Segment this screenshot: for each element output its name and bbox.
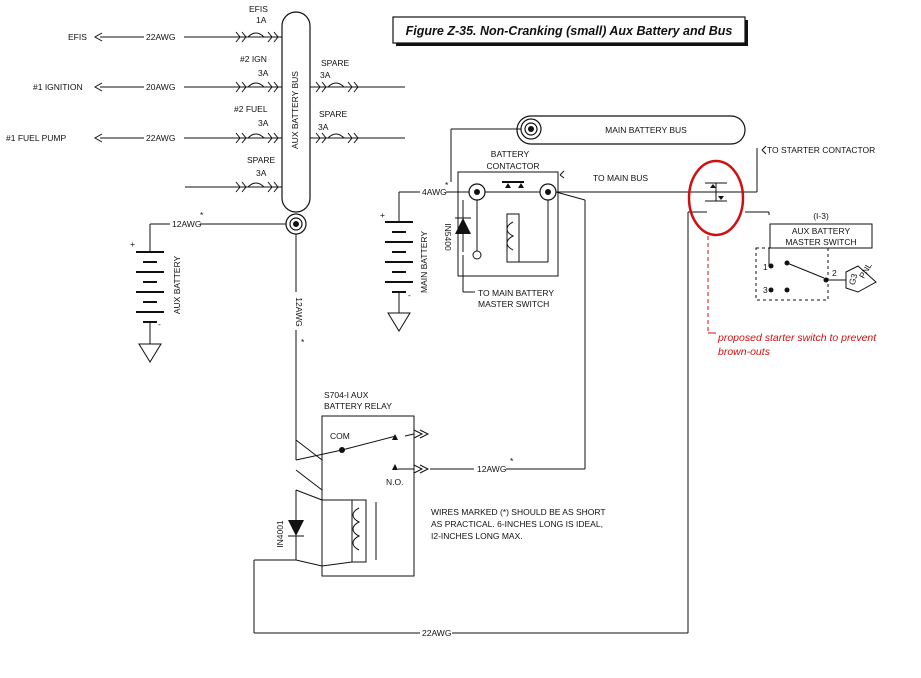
- main-battery-bus: MAIN BATTERY BUS: [450, 115, 746, 182]
- main-battery-wire: 4AWG: [422, 187, 447, 197]
- aux-battery-label: AUX BATTERY: [172, 256, 182, 315]
- circuit-efis-wire: 22AWG: [146, 32, 175, 42]
- aux-battery-relay: S704-I AUX BATTERY RELAY COM N.O. 12AWG …: [275, 191, 586, 577]
- main-battery-minus: -: [408, 290, 411, 300]
- starter-contactor-label: TO STARTER CONTACTOR: [767, 145, 875, 155]
- note-line-1: WIRES MARKED (*) SHOULD BE AS SHORT: [431, 507, 606, 517]
- battery-contactor: BATTERY CONTACTOR IN5400 TO MAIN BUS TO …: [443, 149, 745, 309]
- breaker-spare-right-1-rating: 3A: [320, 70, 331, 80]
- annotation-line-1: proposed starter switch to prevent: [717, 332, 877, 344]
- circuit-efis-name: EFIS: [68, 32, 87, 42]
- aux-bus-feed: 12AWG *: [290, 234, 305, 440]
- circuit-ignition-name: #1 IGNITION: [33, 82, 83, 92]
- relay-com-label: COM: [330, 431, 350, 441]
- switch-label-2: MASTER SWITCH: [785, 237, 856, 247]
- relay-diode: IN4001: [275, 520, 285, 548]
- aux-battery-asterisk: *: [200, 210, 204, 220]
- relay-label-1: S704-I AUX: [324, 390, 369, 400]
- relay-label-2: BATTERY RELAY: [324, 401, 392, 411]
- main-bus-label: MAIN BATTERY BUS: [605, 125, 687, 135]
- title-block: Figure Z-35. Non-Cranking (small) Aux Ba…: [392, 16, 748, 46]
- note-line-2: AS PRACTICAL. 6-INCHES LONG IS IDEAL,: [431, 519, 603, 529]
- breaker-spare-right-1-name: SPARE: [321, 58, 350, 68]
- aux-battery-bus: AUX BATTERY BUS: [281, 11, 311, 235]
- main-battery: 4AWG * + - MAIN BATTERY: [380, 180, 472, 332]
- switch-pin-1: 1: [763, 262, 768, 272]
- aux-battery-wire: 12AWG: [172, 219, 201, 229]
- starter-highlight-ring: [687, 159, 745, 237]
- switch-pin-2: 2: [832, 268, 837, 278]
- switch-pnl: PNL: [857, 261, 874, 281]
- note-line-3: I2-INCHES LONG MAX.: [431, 531, 523, 541]
- circuit-spare-right-1: SPARE 3A: [310, 58, 405, 93]
- breaker-efis-rating: 1A: [256, 15, 267, 25]
- circuit-fuel-pump: #1 FUEL PUMP 22AWG #2 FUEL 3A: [6, 104, 282, 144]
- aux-bus-feed-wire: 12AWG: [294, 297, 304, 326]
- relay-no-wire: 12AWG: [477, 464, 506, 474]
- main-battery-plus: +: [380, 210, 385, 220]
- switch-pin-3: 3: [763, 285, 768, 295]
- aux-battery-plus: +: [130, 239, 135, 249]
- contactor-diode: IN5400: [443, 223, 453, 251]
- contactor-label-2: CONTACTOR: [486, 161, 539, 171]
- switch-designator: (I-3): [813, 211, 829, 221]
- to-main-bus-label: TO MAIN BUS: [593, 173, 648, 183]
- breaker-spare-left-rating: 3A: [256, 168, 267, 178]
- main-battery-label: MAIN BATTERY: [419, 231, 429, 293]
- breaker-spare-right-2-name: SPARE: [319, 109, 348, 119]
- breaker-efis-name: EFIS: [249, 4, 268, 14]
- to-master-label-2: MASTER SWITCH: [478, 299, 549, 309]
- circuit-fuel-pump-wire: 22AWG: [146, 133, 175, 143]
- annotation-line-2: brown-outs: [718, 346, 771, 358]
- figure-title: Figure Z-35. Non-Cranking (small) Aux Ba…: [406, 24, 733, 38]
- breaker-spare-left-name: SPARE: [247, 155, 276, 165]
- note: WIRES MARKED (*) SHOULD BE AS SHORT AS P…: [431, 507, 606, 541]
- main-battery-asterisk: *: [445, 180, 449, 190]
- annotation: proposed starter switch to prevent brown…: [707, 236, 877, 358]
- bottom-wire-label: 22AWG: [422, 628, 451, 638]
- aux-bus-label: AUX BATTERY BUS: [290, 71, 300, 149]
- aux-master-switch: (I-3) AUX BATTERY MASTER SWITCH 1 2 3 G3…: [755, 211, 877, 301]
- aux-battery: 12AWG * + - AUX BATTERY: [130, 210, 286, 363]
- circuit-ignition: #1 IGNITION 20AWG #2 IGN 3A: [33, 54, 282, 93]
- circuit-ignition-wire: 20AWG: [146, 82, 175, 92]
- breaker-ignition-rating: 3A: [258, 68, 269, 78]
- breaker-fuel-rating: 3A: [258, 118, 269, 128]
- circuit-fuel-pump-name: #1 FUEL PUMP: [6, 133, 66, 143]
- contactor-label-1: BATTERY: [491, 149, 530, 159]
- breaker-ignition-name: #2 IGN: [240, 54, 267, 64]
- to-master-label-1: TO MAIN BATTERY: [478, 288, 554, 298]
- circuit-efis: EFIS 22AWG EFIS 1A: [68, 4, 282, 43]
- bottom-wire: 22AWG: [253, 559, 688, 638]
- circuit-spare-left: SPARE 3A: [185, 155, 282, 193]
- breaker-spare-right-2-rating: 3A: [318, 122, 329, 132]
- aux-bus-feed-asterisk: *: [301, 337, 305, 347]
- aux-battery-minus: -: [158, 319, 161, 329]
- starter-switch: TO STARTER CONTACTOR: [687, 145, 875, 633]
- circuit-spare-right-2: SPARE 3A: [310, 109, 405, 144]
- switch-label-1: AUX BATTERY: [792, 226, 851, 236]
- breaker-fuel-name: #2 FUEL: [234, 104, 268, 114]
- switch-fuse: G3: [847, 272, 860, 286]
- relay-no-asterisk: *: [510, 456, 514, 466]
- relay-no-label: N.O.: [386, 477, 403, 487]
